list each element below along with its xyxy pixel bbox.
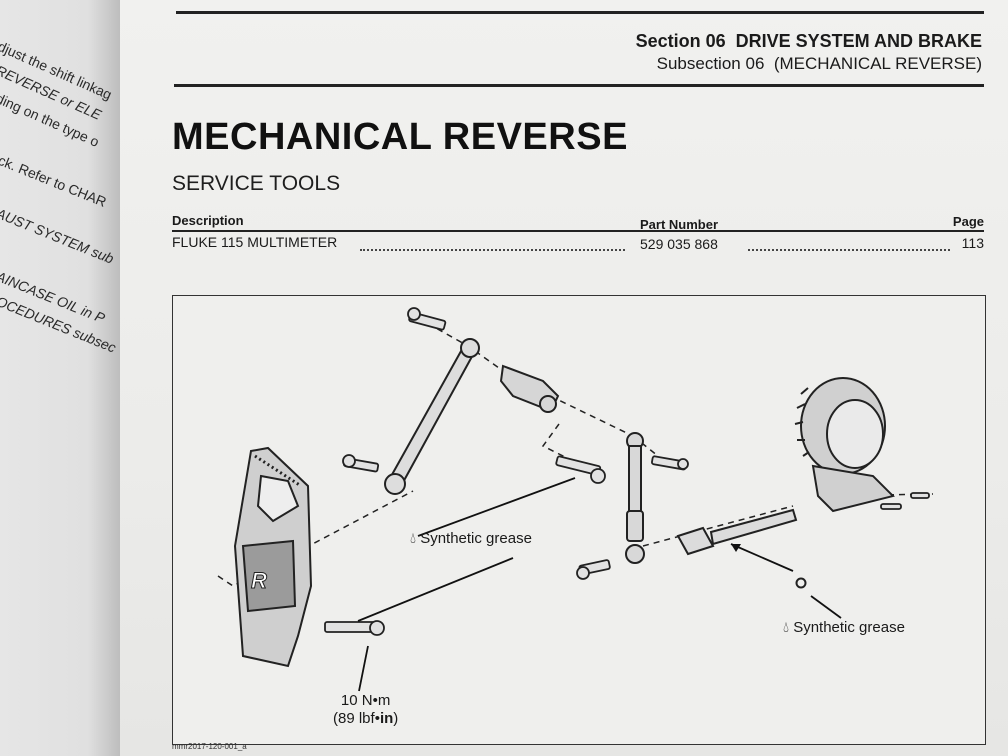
figure-id: mmr2017-120-001_a — [172, 742, 247, 751]
grease-callout-1: 💧︎ Synthetic grease — [410, 530, 532, 547]
lever-letter: R — [251, 568, 267, 593]
bolts — [324, 307, 930, 636]
page-title: MECHANICAL REVERSE — [172, 116, 628, 158]
section-heading: Section 06 DRIVE SYSTEM AND BRAKE — [635, 31, 982, 51]
col-header-description: Description — [172, 213, 244, 228]
vertical-link — [625, 432, 645, 564]
col-header-part-number: Part Number — [640, 217, 719, 232]
reverse-gear-assembly — [794, 377, 895, 513]
connecting-rod — [384, 338, 480, 495]
facing-page-text: AUST SYSTEM sub — [0, 205, 117, 267]
header-rule — [174, 84, 984, 87]
col-header-page: Page — [952, 214, 984, 229]
grease-drop-icon: 💧︎ — [783, 619, 790, 636]
arrowhead — [731, 544, 741, 552]
o-ring — [795, 577, 807, 589]
tool-page: 113 — [961, 235, 984, 251]
bracket — [499, 364, 560, 413]
exploded-view-figure: R — [172, 295, 986, 745]
shift-lever — [233, 446, 313, 668]
tool-part-number: 529 035 868 — [640, 236, 718, 252]
top-rule — [176, 11, 984, 14]
facing-page: djust the shift linkag REVERSE or ELE di… — [0, 0, 125, 756]
leader-lines — [357, 477, 842, 692]
leader-dots — [748, 249, 950, 251]
manual-page: Section 06 DRIVE SYSTEM AND BRAKE Subsec… — [120, 0, 1008, 756]
grease-drop-icon: 💧︎ — [410, 530, 417, 547]
section-subtitle: SERVICE TOOLS — [172, 172, 341, 195]
facing-page-text: ck. Refer to CHAR — [0, 152, 109, 210]
grease-callout-2: 💧︎ Synthetic grease — [783, 619, 905, 636]
leader-dots — [360, 249, 625, 251]
subsection-heading: Subsection 06 (MECHANICAL REVERSE) — [656, 54, 982, 73]
shift-rod — [676, 508, 798, 556]
tool-description: FLUKE 115 MULTIMETER — [172, 234, 338, 250]
table-rule — [172, 230, 984, 232]
torque-spec: 10 N•m (89 lbf•in) — [333, 692, 399, 727]
exploded-diagram: R — [217, 307, 934, 692]
